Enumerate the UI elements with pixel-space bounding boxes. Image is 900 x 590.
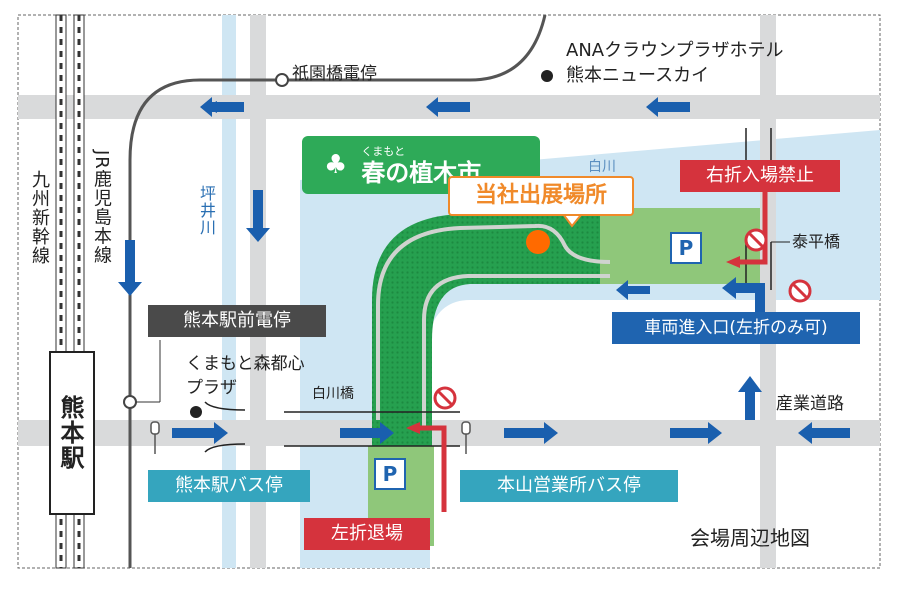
plaza-label-line2: プラザ xyxy=(186,378,237,398)
station-stop-marker xyxy=(123,395,137,409)
motoyama-bus-stop-label: 本山営業所バス停 xyxy=(460,470,678,502)
gion-stop-marker xyxy=(275,73,289,87)
red-arrowheads xyxy=(406,256,740,434)
kumamoto-station-stop-label: 熊本駅前電停 xyxy=(148,305,326,337)
kumamoto-station-box xyxy=(49,351,95,515)
right-turn-no-entry-sign: 右折入場禁止 xyxy=(680,160,840,192)
bus-stop-icon xyxy=(150,421,471,454)
map-title: 会場周辺地図 xyxy=(690,526,810,550)
venue-name-small: くまもと xyxy=(361,144,406,158)
tsuboi-river-label: 坪井川 xyxy=(197,185,216,236)
shirakawa-river-label: 白川 xyxy=(588,159,616,175)
leaf-icon: ♣ xyxy=(324,150,348,180)
sangyo-road-label: 産業道路 xyxy=(776,394,844,414)
vehicle-entrance-sign: 車両進入口(左折のみ可) xyxy=(612,312,860,344)
station-label: 熊本駅 xyxy=(56,395,84,470)
park-path-outer xyxy=(376,223,611,420)
exhibit-location-callout: 当社出展場所 xyxy=(448,176,634,216)
bridge-marks xyxy=(204,128,772,453)
hotel-label-line2: 熊本ニュースカイ xyxy=(566,65,710,86)
shinkansen-label: 九州新幹線 xyxy=(29,170,50,265)
shirakawa-bridge-label: 白川橋 xyxy=(312,386,354,402)
hotel-marker xyxy=(541,70,553,82)
traffic-arrows xyxy=(118,97,850,444)
booth-location-marker xyxy=(526,230,550,254)
map-frame xyxy=(17,14,881,569)
park-path-inner xyxy=(422,274,610,430)
gion-stop-label: 祇園橋電停 xyxy=(292,64,377,84)
taihei-bridge-label: 泰平橋 xyxy=(792,232,841,251)
streetcar-line xyxy=(128,14,547,568)
road-bottom xyxy=(18,420,880,446)
jr-line-label: JR鹿児島本線 xyxy=(91,150,112,265)
road-vertical-left xyxy=(250,15,266,568)
red-routes xyxy=(420,190,768,512)
parking-icon-east: P xyxy=(670,232,702,264)
no-entry-icon xyxy=(433,228,812,410)
venue-park xyxy=(372,210,600,446)
plaza-marker xyxy=(190,406,202,418)
hotel-label-line1: ANAクラウンプラザホテル xyxy=(566,40,784,61)
kumamoto-station-bus-stop-label: 熊本駅バス停 xyxy=(148,470,310,502)
road-vertical-right xyxy=(760,15,776,568)
left-turn-exit-sign: 左折退場 xyxy=(304,518,430,550)
parking-icon-south: P xyxy=(374,458,406,490)
plaza-label-line1: くまもと森都心 xyxy=(186,354,305,374)
